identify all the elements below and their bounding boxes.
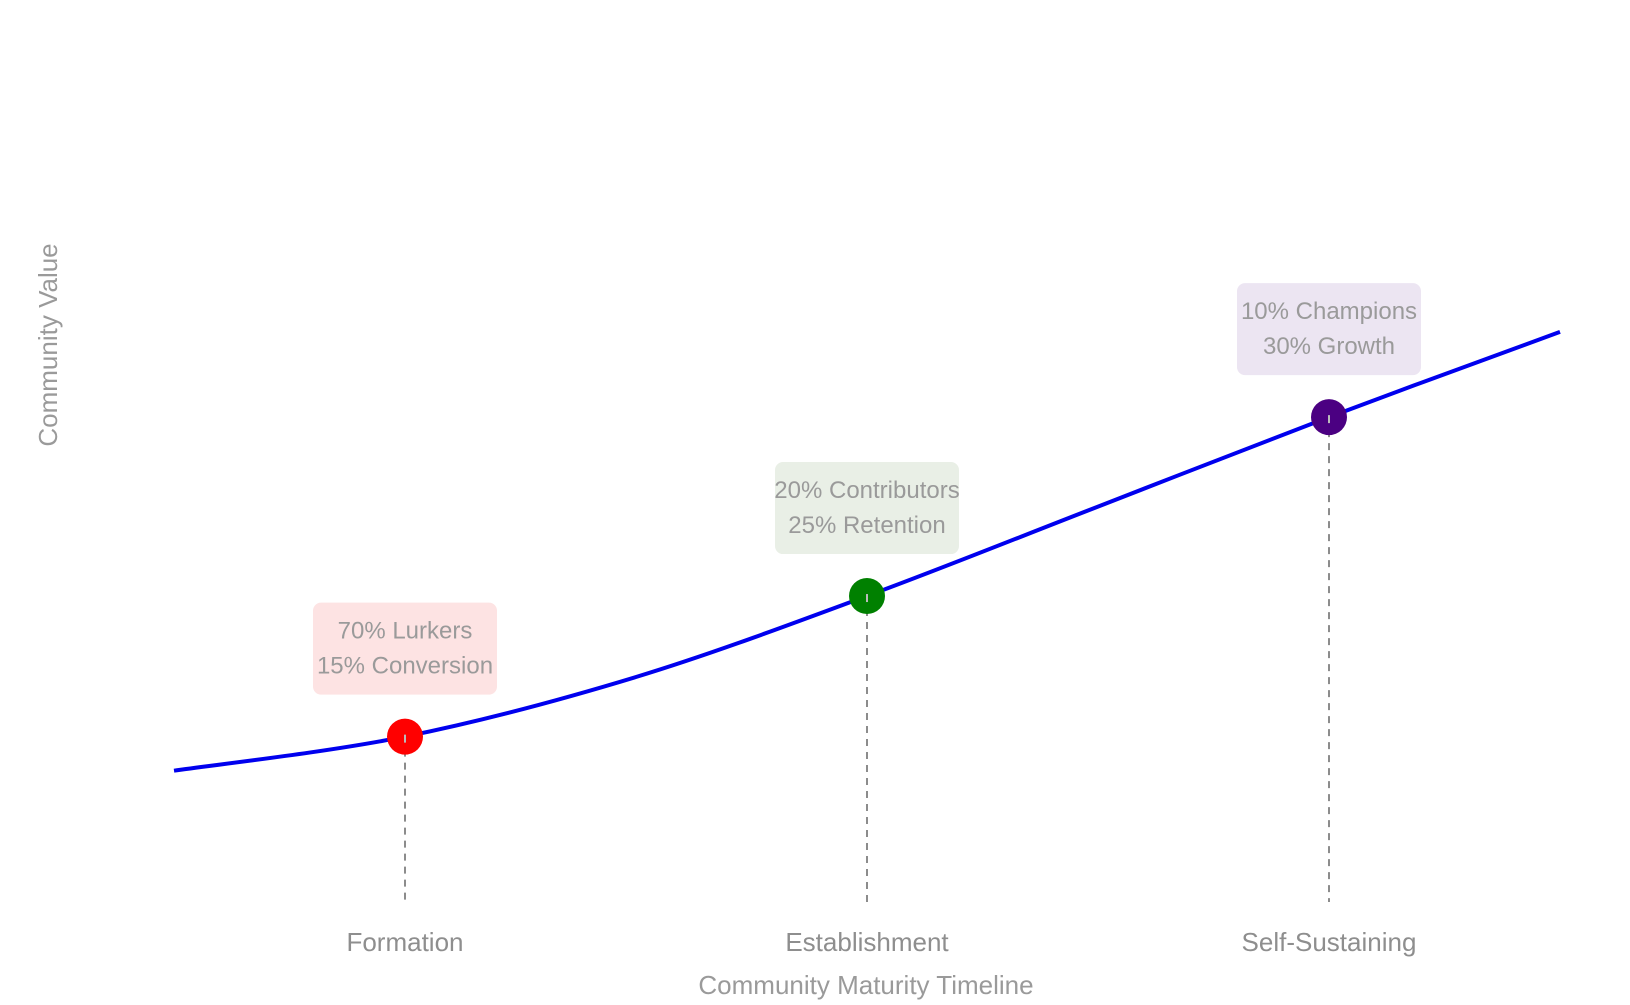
annotation-boxes	[313, 283, 1421, 695]
milestone-markers	[387, 399, 1347, 755]
annotation-line: 70% Lurkers	[338, 618, 473, 645]
x-tick-label: Self-Sustaining	[1242, 927, 1417, 957]
annotation-line: 20% Contributors	[774, 477, 959, 504]
annotation-labels: 70% Lurkers 15% Conversion 20% Contributor…	[317, 298, 1417, 680]
annotation-line: 10% Champions	[1241, 298, 1417, 325]
annotation-line: 15% Conversion	[317, 653, 493, 680]
x-tick-labels: Formation Establishment Self-Sustaining	[346, 927, 1416, 957]
x-tick-label: Formation	[346, 927, 463, 957]
x-axis-title: Community Maturity Timeline	[698, 970, 1033, 1000]
y-axis-title: Community Value	[33, 243, 63, 446]
annotation-box	[1237, 283, 1421, 376]
annotation-box	[313, 602, 497, 695]
x-tick-label: Establishment	[785, 927, 949, 957]
drop-lines	[404, 417, 1330, 902]
annotation-box	[775, 462, 959, 555]
annotation-line: 25% Retention	[788, 512, 945, 539]
annotation-line: 30% Growth	[1263, 333, 1395, 360]
